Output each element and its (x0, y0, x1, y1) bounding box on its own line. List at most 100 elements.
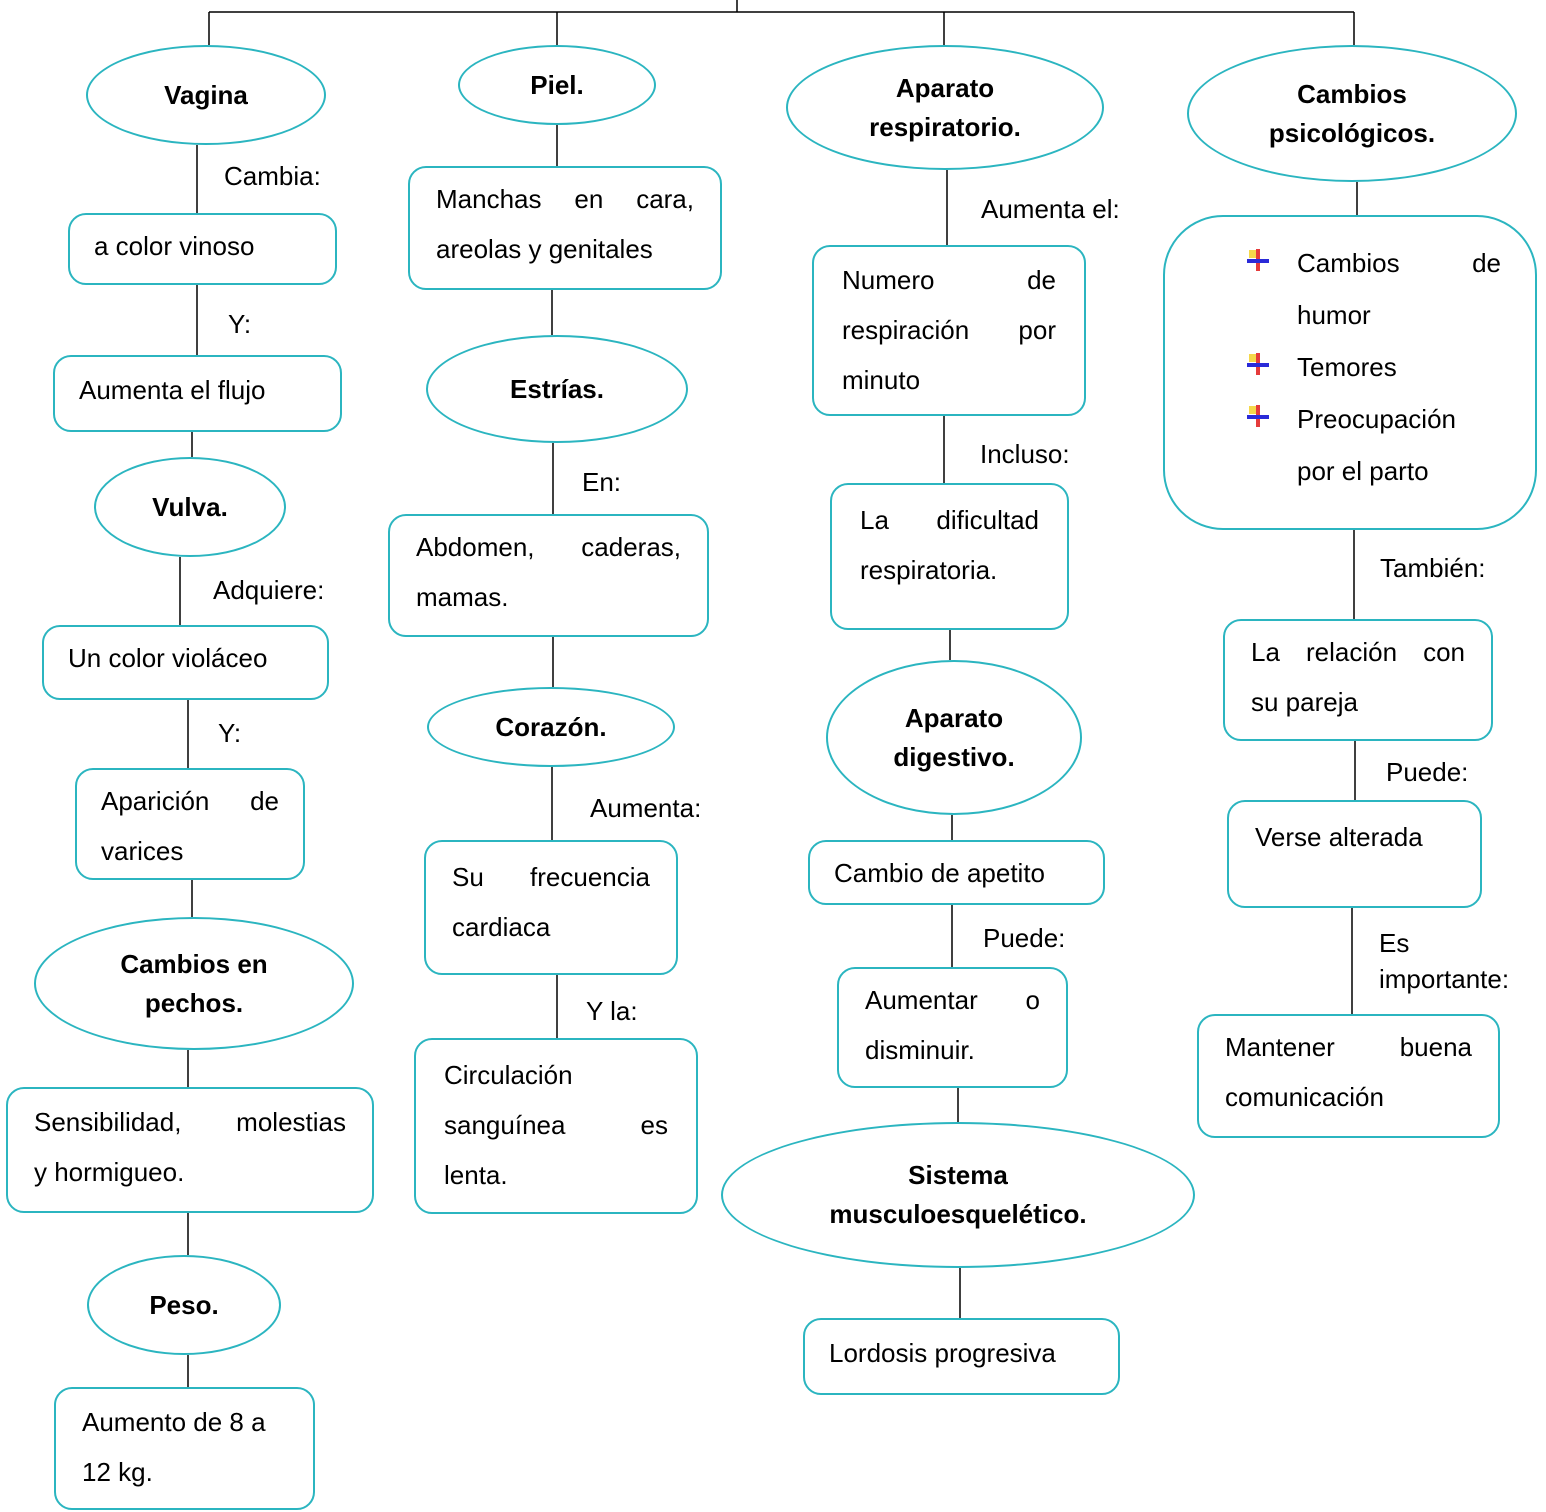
bullet-cross-icon (1247, 249, 1269, 271)
node-title-line: Aparato (895, 72, 995, 103)
box-text-line: Sensibilidad, molestias (34, 1107, 346, 1137)
box-sensibilidad: Sensibilidad, molestias y hormigueo. (6, 1087, 374, 1213)
bullet-cross-icon (1247, 353, 1269, 375)
box-text-line: areolas y genitales (436, 234, 653, 264)
node-title-line: pechos. (144, 987, 244, 1018)
connector-label: Puede: (1386, 757, 1469, 787)
box-text-line: Aumento de 8 a (82, 1407, 266, 1437)
node-title-line: Cambios en (120, 948, 268, 979)
box-text-line: La dificultad (860, 505, 1039, 535)
box-verse-alterada: Verse alterada (1227, 800, 1482, 908)
box-text-line: respiración por (842, 315, 1056, 345)
box-text-line: disminuir. (865, 1035, 975, 1065)
box-cambio-apetito: Cambio de apetito (808, 840, 1105, 905)
box-text-line: Aumentar o (865, 985, 1040, 1015)
node-title: Corazón. (495, 711, 607, 742)
box-text-line: Mantener buena (1225, 1032, 1472, 1062)
box-text: Aumenta el flujo (79, 375, 266, 405)
node-title-line: digestivo. (893, 741, 1015, 772)
box-color-vinoso: a color vinoso (68, 213, 337, 285)
node-estrias: Estrías. (426, 335, 688, 443)
box-text-line: Aparición de (101, 786, 279, 816)
box-text-line: Su frecuencia (452, 862, 650, 892)
node-title-line: psicológicos. (1268, 117, 1436, 148)
node-aparato-digestivo: Aparato digestivo. (826, 660, 1082, 815)
connector-label-line: importante: (1379, 964, 1510, 994)
box-text-line: comunicación (1225, 1082, 1384, 1112)
node-title: Vulva. (152, 491, 228, 522)
box-text-line: Abdomen, caderas, (416, 532, 681, 562)
box-dificultad: La dificultad respiratoria. (830, 483, 1069, 630)
box-lordosis: Lordosis progresiva (803, 1318, 1120, 1395)
node-title-line: respiratorio. (869, 111, 1021, 142)
box-aumento-peso: Aumento de 8 a 12 kg. (54, 1387, 315, 1510)
box-text-line: minuto (842, 365, 921, 395)
connector-label: En: (582, 467, 622, 497)
box-text: a color vinoso (94, 231, 255, 261)
bullet-cross-icon (1247, 405, 1269, 427)
box-text-line-justified: sanguínea es (444, 1110, 668, 1140)
connector-label: Aumenta: (590, 793, 702, 823)
node-title-line: musculoesquelético. (829, 1199, 1087, 1229)
connector-label: Y: (228, 309, 252, 339)
box-aumentar-disminuir: Aumentar o disminuir. (837, 967, 1068, 1088)
box-aumenta-flujo: Aumenta el flujo (53, 355, 342, 432)
box-text-line: varices (101, 836, 184, 866)
connector-label-line: Es (1379, 928, 1410, 958)
box-text-line: respiratoria. (860, 555, 998, 585)
box-varices: Aparición de varices (75, 768, 305, 880)
connector-label: Y: (218, 718, 242, 748)
box-text: Cambio de apetito (834, 858, 1046, 888)
bullet-text-line: humor (1297, 300, 1371, 330)
box-abdomen: Abdomen, caderas, mamas. (388, 514, 709, 637)
connector-label: Cambia: (224, 161, 321, 191)
node-title-line: Cambios (1297, 78, 1407, 109)
box-numero-respiracion: Numero de respiración por minuto (812, 245, 1086, 416)
connector-label: Puede: (983, 923, 1066, 953)
connector-label: Adquiere: (213, 575, 325, 605)
bullet-item: Preocupación por el parto (1247, 393, 1501, 497)
box-color-violaceo: Un color violáceo (42, 625, 329, 700)
connector-label: Es importante: (1379, 925, 1539, 997)
box-text: Verse alterada (1255, 822, 1423, 852)
box-text-line: y hormigueo. (34, 1157, 185, 1187)
node-title: Estrías. (510, 373, 604, 404)
node-piel: Piel. (458, 45, 656, 125)
box-frecuencia: Su frecuencia cardiaca (424, 840, 678, 975)
node-vulva: Vulva. (94, 457, 286, 557)
node-title: Peso. (149, 1289, 219, 1320)
box-text: Un color violáceo (68, 643, 268, 673)
bullet-text-line: Cambios de (1297, 248, 1501, 278)
node-title: Vagina (164, 79, 248, 110)
box-comunicacion: Mantener buena comunicación (1197, 1014, 1500, 1138)
bullet-text-line: por el parto (1297, 456, 1429, 486)
node-cambios-pechos: Cambios en pechos. (34, 917, 354, 1050)
connector-label: También: (1380, 553, 1486, 583)
box-text-line: 12 kg. (82, 1457, 153, 1487)
bullet-text-line: Temores (1297, 352, 1397, 382)
box-text-line: Manchas en cara, (436, 184, 694, 214)
box-text-line: lenta. (444, 1160, 508, 1190)
connector-label: Y la: (586, 996, 638, 1026)
connector-label: Incluso: (980, 439, 1070, 469)
node-peso: Peso. (87, 1255, 281, 1355)
node-corazon: Corazón. (427, 687, 675, 767)
box-manchas: Manchas en cara, areolas y genitales (408, 166, 722, 290)
node-aparato-respiratorio: Aparato respiratorio. (786, 45, 1104, 170)
box-circulacion: Circulación sanguínea es lenta. (414, 1038, 698, 1214)
box-text-line: Circulación (444, 1060, 573, 1090)
connector-label: Aumenta el: (981, 194, 1120, 224)
bullet-item: Temores (1247, 341, 1501, 393)
box-relacion-pareja: La relación con su pareja (1223, 619, 1493, 741)
box-text-line: su pareja (1251, 687, 1358, 717)
box-text-line: La relación con (1251, 637, 1465, 667)
bullet-item: Cambios de humor (1247, 237, 1501, 341)
node-vagina: Vagina (86, 45, 326, 145)
box-cambios-psicologicos-list: Cambios de humor Temores Preocupación po… (1163, 215, 1537, 530)
bullet-text-line: Preocupación (1297, 404, 1456, 434)
node-cambios-psicologicos: Cambios psicológicos. (1187, 45, 1517, 182)
node-title-line: Aparato (904, 702, 1004, 733)
bullet-list: Cambios de humor Temores Preocupación po… (1247, 237, 1501, 497)
